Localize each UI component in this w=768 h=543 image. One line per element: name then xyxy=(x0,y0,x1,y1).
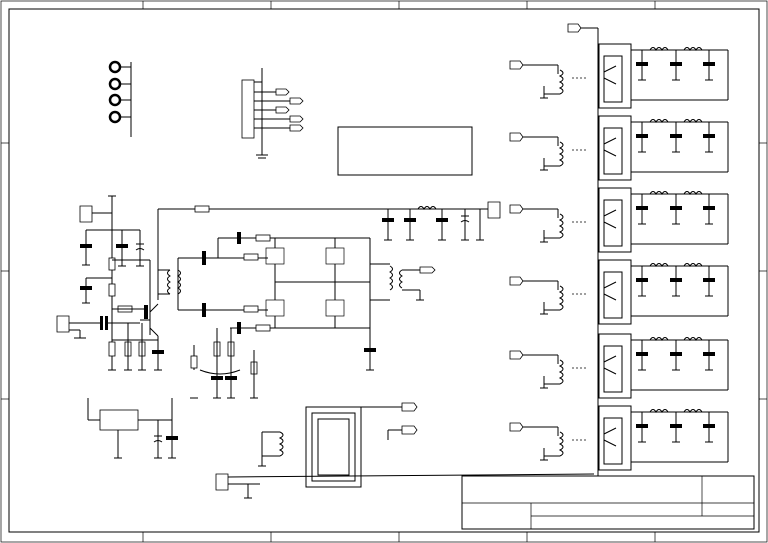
relay-housing xyxy=(598,259,632,325)
capacitor xyxy=(670,206,682,210)
capacitor xyxy=(703,352,715,356)
top-connector xyxy=(567,23,599,476)
port-tag xyxy=(509,204,524,214)
capacitor xyxy=(703,278,715,282)
capacitor xyxy=(670,278,682,282)
relay-coil xyxy=(558,285,564,311)
capacitor xyxy=(636,134,648,138)
capacitor xyxy=(636,352,648,356)
capacitor xyxy=(703,424,715,428)
relay-coil xyxy=(558,69,564,95)
input-stage xyxy=(56,195,164,371)
relay-coil xyxy=(558,141,564,167)
relay-channel xyxy=(509,405,729,471)
connector-header xyxy=(241,68,304,159)
relay-housing xyxy=(598,333,632,399)
capacitor xyxy=(703,134,715,138)
capacitor xyxy=(636,62,648,66)
capacitor xyxy=(703,206,715,210)
capacitor xyxy=(636,206,648,210)
port-tag xyxy=(509,132,524,142)
capacitor xyxy=(670,352,682,356)
capacitor xyxy=(703,62,715,66)
relay-housing xyxy=(598,115,632,181)
mounting-holes xyxy=(108,60,132,137)
port-tag xyxy=(509,60,524,70)
relay-channel xyxy=(509,43,729,109)
title-block xyxy=(461,475,755,530)
capacitor xyxy=(670,62,682,66)
relay-housing xyxy=(598,187,632,253)
relay-housing xyxy=(598,43,632,109)
relay-housing xyxy=(598,405,632,471)
relay-channel xyxy=(509,115,729,181)
relay-bank xyxy=(509,43,729,471)
supply-bus xyxy=(157,201,501,300)
capacitor xyxy=(636,278,648,282)
capacitor xyxy=(670,424,682,428)
relay-coil xyxy=(558,431,564,457)
relay-channel xyxy=(509,259,729,325)
port-tag xyxy=(509,422,524,432)
note-box xyxy=(337,126,473,176)
port-tag xyxy=(509,350,524,360)
capacitor xyxy=(670,134,682,138)
relay-coil xyxy=(558,213,564,239)
control-relay xyxy=(215,402,595,499)
relay-coil xyxy=(558,359,564,385)
relay-channel xyxy=(509,187,729,253)
port-tag xyxy=(509,276,524,286)
power-stage xyxy=(158,232,436,399)
regulator xyxy=(87,398,178,459)
relay-channel xyxy=(509,333,729,399)
capacitor xyxy=(636,424,648,428)
